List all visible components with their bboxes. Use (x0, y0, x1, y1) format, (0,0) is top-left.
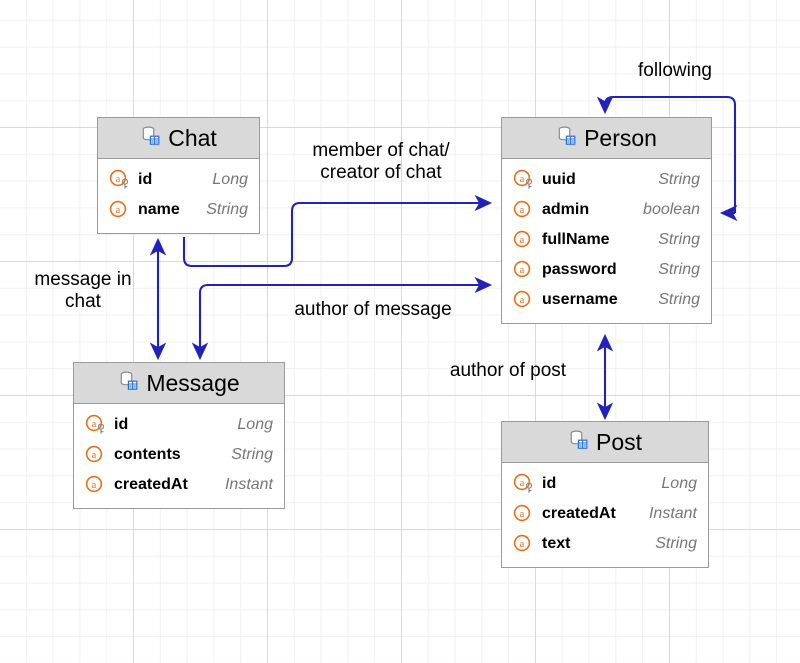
entity-person-header: Person (502, 118, 711, 159)
primary-key-attribute-icon: a (85, 414, 107, 436)
primary-key-attribute-icon: a (513, 169, 535, 191)
attribute-name: name (138, 201, 180, 218)
attribute-row[interactable]: a fullName String (513, 225, 700, 255)
entity-post-title: Post (595, 428, 643, 455)
primary-key-attribute-icon: a (109, 169, 131, 191)
entity-chat-header: Chat (98, 118, 259, 159)
svg-text:a: a (520, 265, 525, 276)
entity-chat-attributes: a id Long a name String (98, 159, 259, 233)
database-table-icon (556, 125, 577, 151)
entity-post-attributes: a id Long a createdAt Instant (502, 463, 708, 567)
attribute-name: createdAt (114, 476, 188, 493)
primary-key-attribute-icon: a (513, 473, 535, 495)
attribute-type: Long (212, 171, 248, 188)
database-table-icon (140, 125, 161, 151)
svg-text:a: a (520, 539, 525, 550)
attribute-type: String (658, 261, 700, 278)
attribute-row[interactable]: a text String (513, 529, 697, 559)
database-table-icon (118, 370, 139, 396)
attribute-name: username (542, 291, 618, 308)
attribute-type: Long (237, 416, 273, 433)
attribute-row[interactable]: a username String (513, 285, 700, 315)
entity-post[interactable]: Post a id Long a (501, 421, 709, 568)
attribute-row[interactable]: a id Long (109, 165, 248, 195)
attribute-row[interactable]: a admin boolean (513, 195, 700, 225)
entity-post-header: Post (502, 422, 708, 463)
edge-label-following: following (638, 60, 712, 81)
entity-person-attributes: a uuid String a admin boolean (502, 159, 711, 323)
svg-text:a: a (116, 205, 121, 216)
attribute-name: fullName (542, 231, 610, 248)
attribute-name: id (138, 171, 153, 188)
attribute-icon: a (513, 289, 535, 311)
svg-text:a: a (92, 480, 97, 491)
svg-text:a: a (116, 174, 121, 185)
attribute-type: Long (661, 475, 697, 492)
attribute-name: createdAt (542, 505, 616, 522)
svg-text:a: a (520, 478, 525, 489)
attribute-row[interactable]: a id Long (85, 410, 273, 440)
attribute-type: String (206, 201, 248, 218)
entity-chat-title: Chat (168, 124, 217, 151)
svg-text:a: a (520, 174, 525, 185)
attribute-name: uuid (542, 171, 576, 188)
entity-message-title: Message (146, 369, 240, 396)
attribute-type: String (231, 446, 273, 463)
attribute-row[interactable]: a id Long (513, 469, 697, 499)
attribute-type: String (655, 535, 697, 552)
attribute-icon: a (513, 533, 535, 555)
attribute-icon: a (513, 503, 535, 525)
entity-person-title: Person (584, 124, 657, 151)
attribute-icon: a (109, 199, 131, 221)
attribute-row[interactable]: a contents String (85, 440, 273, 470)
entity-message-attributes: a id Long a contents String (74, 404, 284, 508)
svg-text:a: a (92, 450, 97, 461)
svg-text:a: a (92, 419, 97, 430)
attribute-type: String (658, 171, 700, 188)
edge-author-of-message[interactable] (191, 276, 493, 361)
attribute-icon: a (513, 229, 535, 251)
entity-message[interactable]: Message a id Long (73, 362, 285, 509)
attribute-icon: a (85, 444, 107, 466)
attribute-name: contents (114, 446, 181, 463)
attribute-type: String (658, 231, 700, 248)
attribute-row[interactable]: a createdAt Instant (513, 499, 697, 529)
svg-text:a: a (520, 509, 525, 520)
svg-text:a: a (520, 295, 525, 306)
attribute-name: id (542, 475, 557, 492)
entity-person[interactable]: Person a uuid String (501, 117, 712, 324)
attribute-row[interactable]: a name String (109, 195, 248, 225)
attribute-icon: a (513, 259, 535, 281)
entity-chat[interactable]: Chat a id Long a (97, 117, 260, 234)
attribute-row[interactable]: a createdAt Instant (85, 470, 273, 500)
attribute-type: String (658, 291, 700, 308)
edge-label-message-in-chat: message in chat (34, 269, 132, 313)
svg-text:a: a (520, 235, 525, 246)
svg-text:a: a (520, 205, 525, 216)
attribute-name: text (542, 535, 571, 552)
edge-label-member-of-chat: member of chat/ creator of chat (312, 140, 450, 184)
attribute-icon: a (85, 474, 107, 496)
attribute-row[interactable]: a password String (513, 255, 700, 285)
edge-label-author-of-message: author of message (294, 299, 452, 320)
edge-label-author-of-post: author of post (449, 360, 567, 381)
attribute-icon: a (513, 199, 535, 221)
entity-message-header: Message (74, 363, 284, 404)
attribute-name: id (114, 416, 129, 433)
attribute-type: Instant (648, 505, 697, 522)
attribute-name: admin (542, 201, 590, 218)
attribute-type: Instant (224, 476, 273, 493)
database-table-icon (568, 429, 589, 455)
attribute-row[interactable]: a uuid String (513, 165, 700, 195)
attribute-type: boolean (643, 201, 700, 218)
attribute-name: password (542, 261, 617, 278)
